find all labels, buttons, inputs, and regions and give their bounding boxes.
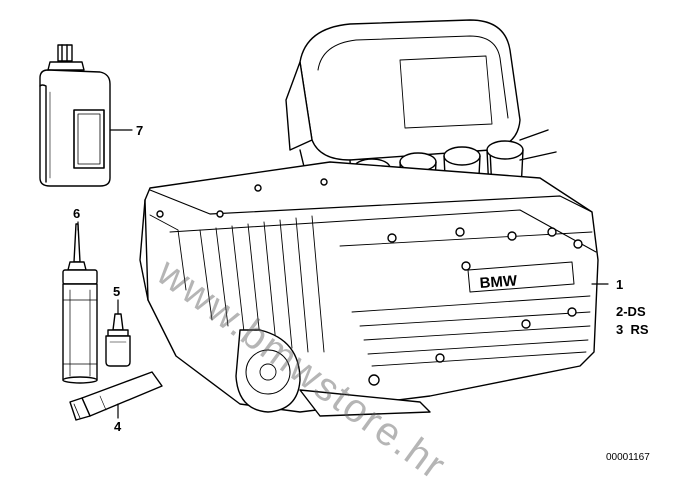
small-bottle-illustration (105, 313, 131, 367)
leader-lines (77, 129, 609, 419)
oil-bottle-illustration (39, 44, 111, 187)
callout-3-rs: 3 RS (616, 322, 649, 337)
callout-4: 4 (114, 419, 122, 434)
diagram-drawing: BMW (39, 19, 609, 421)
callout-6: 6 (73, 206, 81, 221)
document-number: 00001167 (606, 452, 650, 463)
callout-5: 5 (113, 284, 121, 299)
callout-2-ds: 2-DS (616, 304, 646, 319)
tube-illustration (69, 371, 163, 421)
sealant-cartridge-illustration (62, 223, 98, 384)
parts-diagram: BMW 7 6 5 4 1 2-DS 3 RS www.bmwstore.hr … (39, 19, 650, 489)
engine-badge: BMW (479, 272, 518, 292)
callout-1: 1 (616, 277, 624, 292)
callout-7: 7 (136, 123, 144, 138)
engine-illustration (139, 19, 599, 417)
